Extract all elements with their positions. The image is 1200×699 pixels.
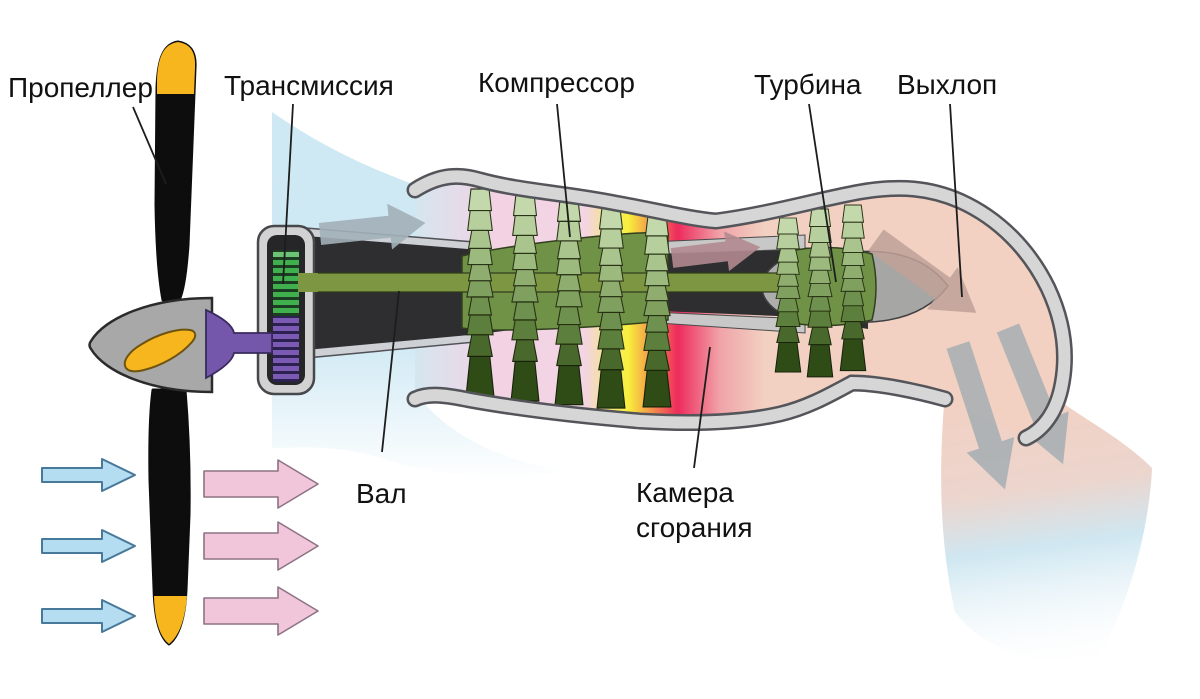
engine-shaft (295, 272, 793, 293)
nacelle-casing (406, 167, 1073, 447)
shaft-through-gearbox (298, 273, 318, 292)
prop-wash-arrows (203, 459, 319, 636)
label-transmission: Трансмиссия (224, 70, 394, 101)
propeller-tip-bottom (154, 596, 187, 644)
label-combustion-line1: Камера (636, 477, 734, 508)
intake-air-arrows (41, 458, 136, 633)
turbine-leader (808, 103, 837, 283)
propeller-shaft (205, 308, 273, 380)
label-turbine: Турбина (754, 69, 862, 100)
labels: Пропеллер Трансмиссия Компрессор Турбина… (8, 67, 997, 543)
gear-green (273, 250, 299, 316)
label-combustion-line2: сгорания (636, 512, 753, 543)
propeller-blade-top (154, 40, 197, 302)
transmission-leader (282, 103, 294, 285)
combustion-flow-arrow (670, 231, 761, 272)
spinner (88, 296, 214, 394)
leader-lines (132, 103, 963, 469)
propeller-leader (132, 106, 167, 185)
spinner-blade-root (123, 328, 197, 373)
transmission-gearbox (256, 224, 318, 396)
propeller-blade-bottom (148, 388, 191, 646)
propeller-tip-top (157, 42, 196, 94)
combustion-leader (693, 346, 711, 469)
label-shaft: Вал (356, 478, 407, 509)
exhaust-leader (949, 103, 963, 298)
core-intake-arrow (318, 203, 426, 250)
turbine-blades (774, 204, 867, 378)
gear-purple (273, 316, 299, 382)
turbine-exit-arrow (868, 229, 977, 313)
label-compressor: Компрессор (478, 67, 635, 98)
exhaust-jet-arrow (946, 341, 1015, 490)
label-propeller: Пропеллер (8, 72, 153, 103)
compressor-leader (556, 103, 571, 238)
label-exhaust: Выхлоп (897, 69, 997, 100)
shaft-leader (381, 290, 400, 453)
